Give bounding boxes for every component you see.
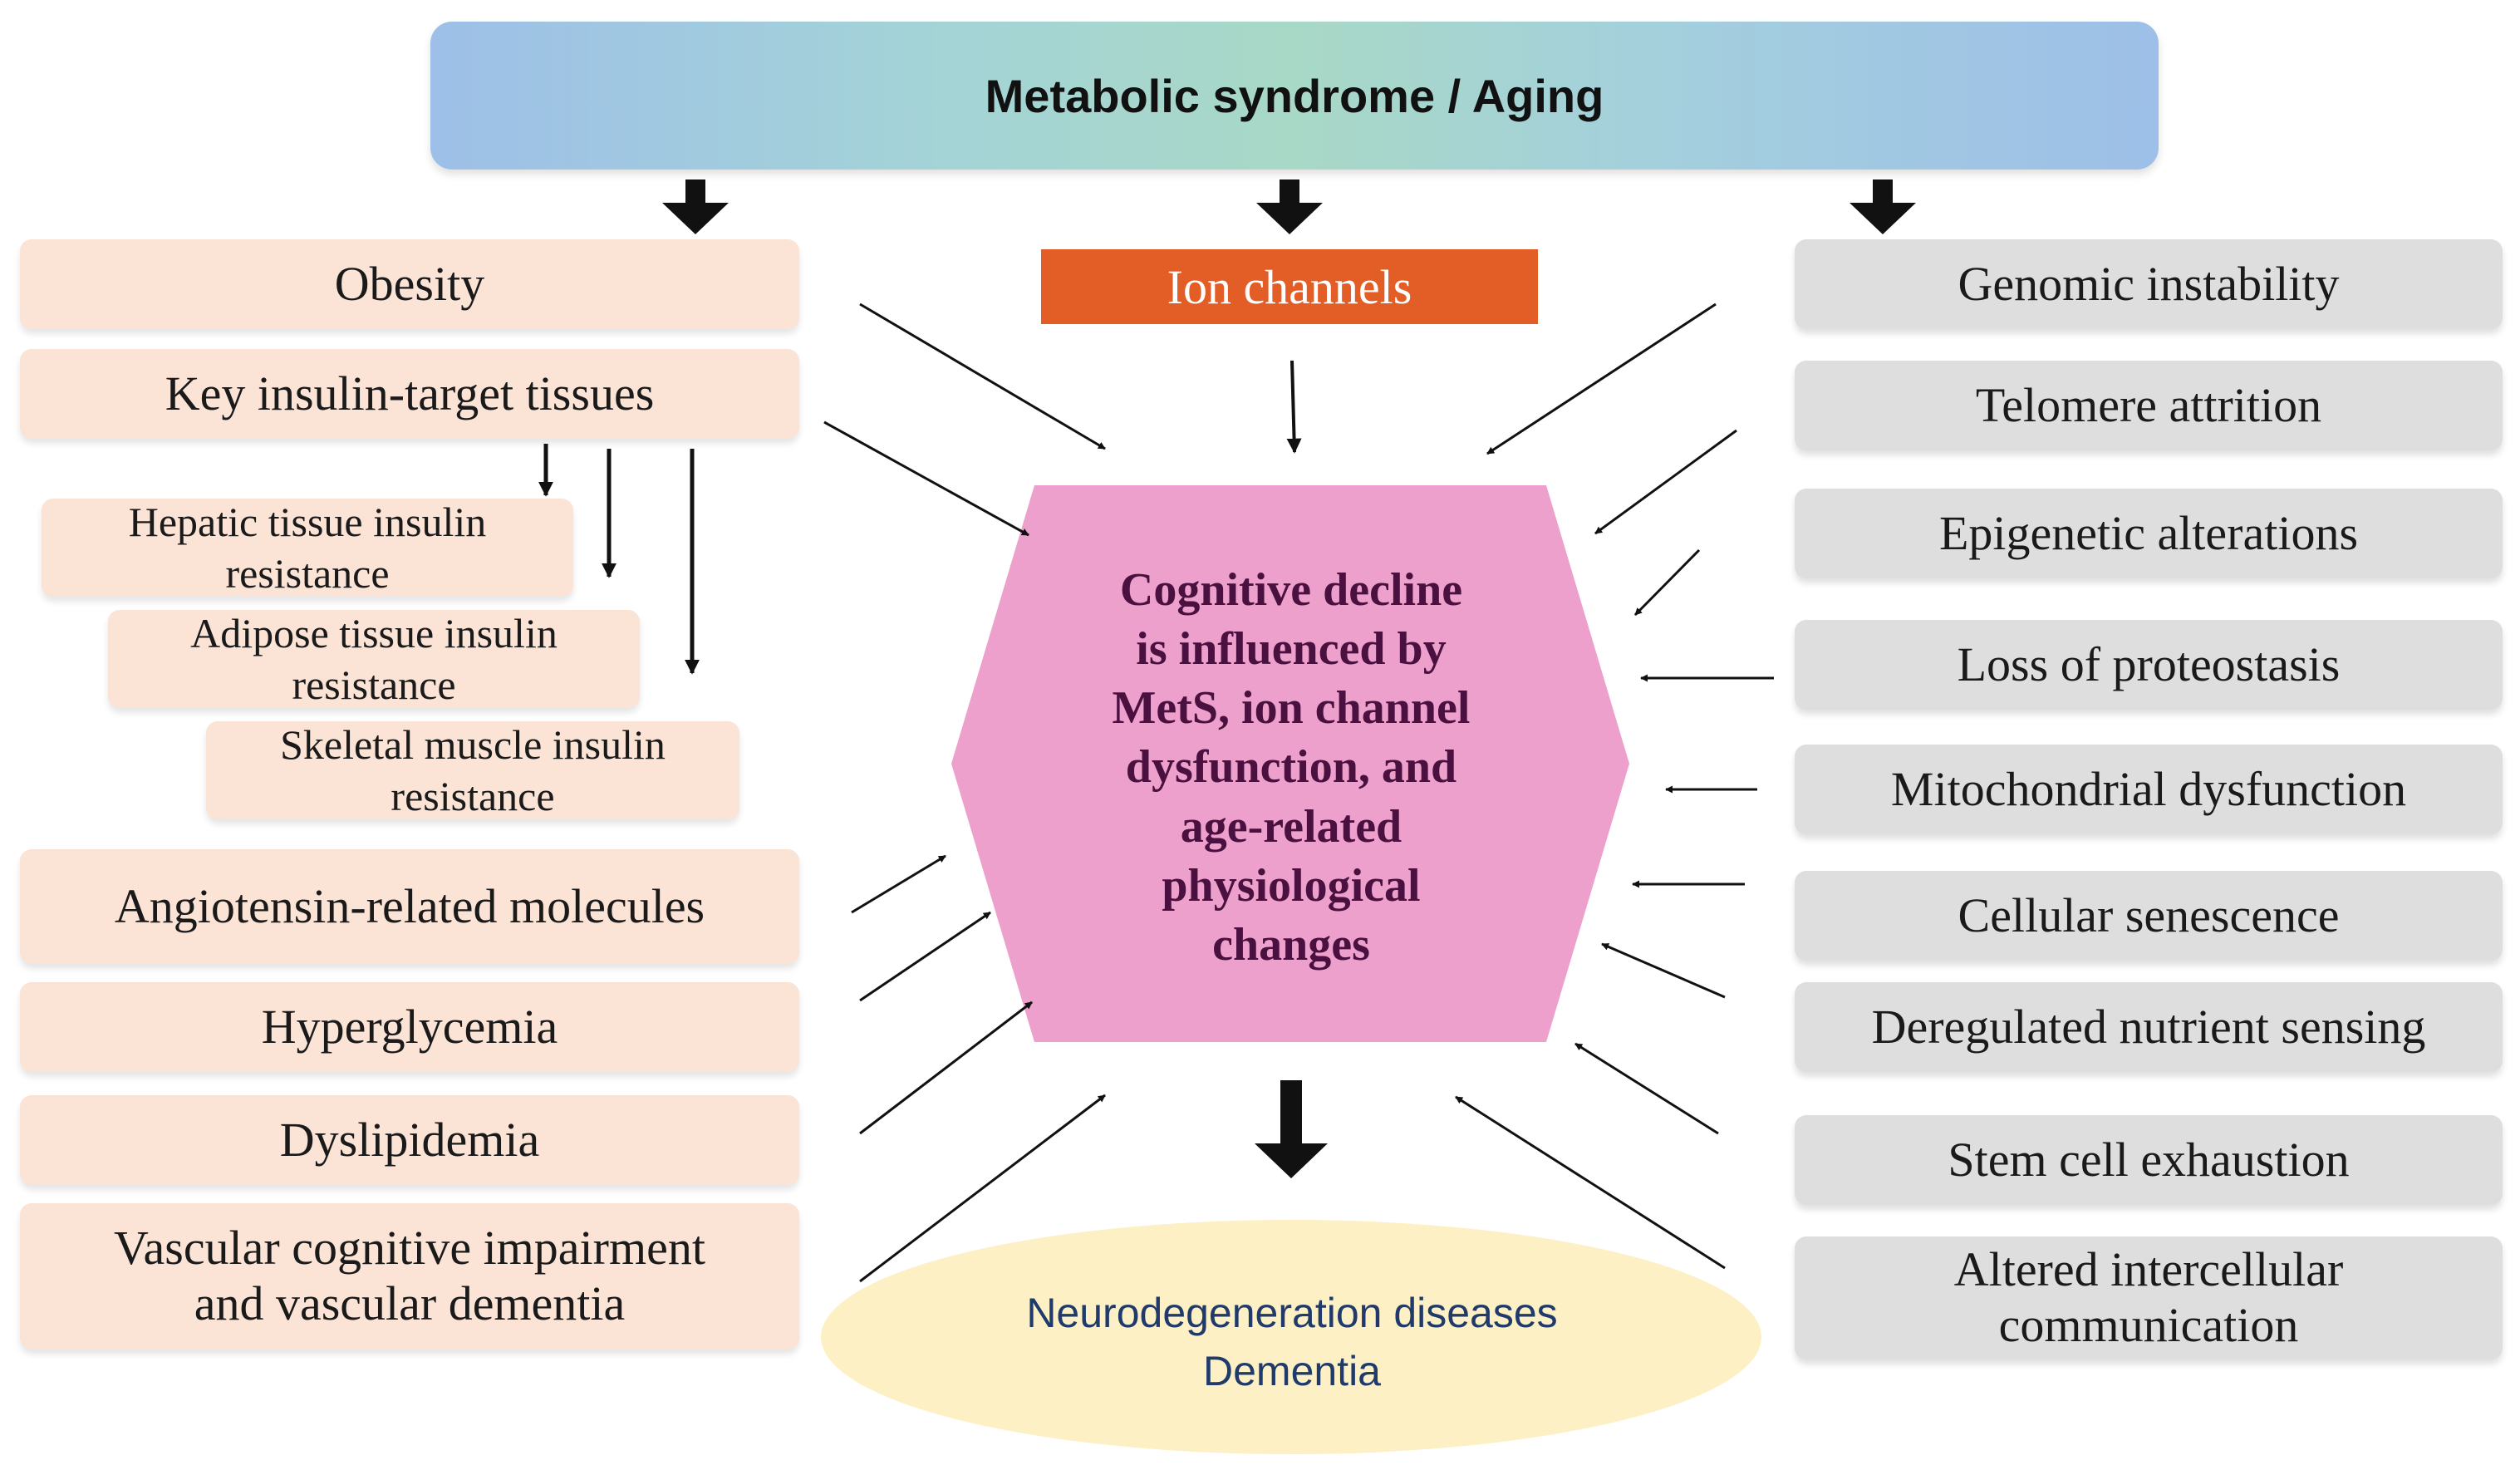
block-arrow-to-outcome	[1255, 1080, 1328, 1178]
insulin-target-tissues-label: Key insulin-target tissues	[165, 366, 655, 420]
ion-channels-box: Ion channels	[1041, 249, 1538, 324]
center-line-6: physiological	[1162, 859, 1421, 912]
arrow-obesity-to-center	[859, 302, 1106, 450]
center-line-7: changes	[1212, 918, 1370, 971]
outcome-ellipse	[821, 1220, 1761, 1454]
mitochondrial-dysfunction-label: Mitochondrial dysfunction	[1890, 761, 2407, 816]
skeletal-muscle-insulin-resistance-box: Skeletal muscle insulin resistance	[206, 721, 739, 819]
arrow-angiotensin-to-center	[851, 854, 946, 914]
altered-intercellular-communication-box: Altered intercellular communication	[1795, 1236, 2503, 1359]
hepatic-line-2: resistance	[225, 550, 390, 597]
arrow-epigenetic-to-center	[1633, 548, 1701, 617]
adipose-line-1: Adipose tissue insulin	[190, 609, 558, 656]
arrow-dyslipidemia-to-center	[859, 1000, 1033, 1135]
hepatic-insulin-resistance-box: Hepatic tissue insulin resistance	[42, 499, 573, 597]
arrow-genomic-to-center	[1486, 302, 1717, 455]
block-arrow-center	[1256, 179, 1323, 234]
cellular-senescence-box: Cellular senescence	[1795, 871, 2503, 961]
angiotensin-label: Angiotensin-related molecules	[114, 878, 705, 933]
deregulated-nutrient-sensing-label: Deregulated nutrient sensing	[1871, 999, 2426, 1054]
arrow-ion-to-center	[1286, 360, 1302, 454]
deregulated-nutrient-sensing-box: Deregulated nutrient sensing	[1795, 982, 2503, 1072]
adipose-line-2: resistance	[292, 661, 456, 708]
vascular-line-1: Vascular cognitive impairment	[114, 1221, 705, 1276]
center-line-3: MetS, ion channel	[1112, 682, 1471, 735]
arrow-vascular-to-center	[859, 1094, 1106, 1283]
loss-of-proteostasis-box: Loss of proteostasis	[1795, 620, 2503, 710]
skeletal-line-1: Skeletal muscle insulin	[280, 720, 666, 768]
angiotensin-box: Angiotensin-related molecules	[20, 849, 799, 964]
insulin-target-tissues-box: Key insulin-target tissues	[20, 349, 799, 439]
vascular-line-2: and vascular dementia	[194, 1276, 626, 1330]
skeletal-line-2: resistance	[391, 773, 555, 819]
center-line-4: dysfunction, and	[1125, 741, 1457, 794]
block-arrow-right	[1849, 179, 1916, 234]
genomic-instability-box: Genomic instability	[1795, 239, 2503, 329]
center-text: Cognitive decline is influenced by MetS,…	[1022, 552, 1560, 984]
arrow-insulin-to-center	[823, 420, 1029, 537]
loss-of-proteostasis-label: Loss of proteostasis	[1957, 637, 2341, 691]
dyslipidemia-label: Dyslipidemia	[279, 1112, 540, 1167]
center-line-1: Cognitive decline	[1119, 564, 1463, 617]
center-line-2: is influenced by	[1136, 623, 1447, 676]
adipose-insulin-resistance-box: Adipose tissue insulin resistance	[108, 610, 640, 708]
outcome-text: Neurodegeneration diseases Dementia	[872, 1271, 1712, 1413]
vascular-dementia-box: Vascular cognitive impairment and vascul…	[20, 1203, 799, 1349]
stem-cell-exhaustion-label: Stem cell exhaustion	[1948, 1132, 2350, 1187]
intercellular-line-2: communication	[1998, 1298, 2299, 1352]
arrow-hyperglycemia-to-center	[859, 911, 991, 1002]
mitochondrial-dysfunction-box: Mitochondrial dysfunction	[1795, 745, 2503, 834]
hyperglycemia-box: Hyperglycemia	[20, 982, 799, 1072]
header-title: Metabolic syndrome / Aging	[985, 69, 1604, 122]
arrow-stem-cell-to-center	[1574, 1042, 1719, 1135]
obesity-label: Obesity	[334, 256, 485, 311]
header-metabolic-syndrome-aging: Metabolic syndrome / Aging	[430, 22, 2159, 170]
genomic-instability-label: Genomic instability	[1958, 256, 2340, 311]
ion-channels-label: Ion channels	[1167, 259, 1412, 314]
arrow-nutrient-to-center	[1601, 942, 1726, 999]
arrow-telomere-to-center	[1594, 429, 1737, 535]
epigenetic-alterations-box: Epigenetic alterations	[1795, 489, 2503, 578]
intercellular-line-1: Altered intercellular	[1953, 1242, 2344, 1297]
arrow-intercellular-to-center	[1455, 1095, 1726, 1270]
outcome-line-1: Neurodegeneration diseases	[1026, 1290, 1558, 1336]
center-line-5: age-related	[1180, 800, 1402, 853]
center-hexagon	[951, 485, 1629, 1042]
hyperglycemia-label: Hyperglycemia	[261, 999, 558, 1054]
hepatic-line-1: Hepatic tissue insulin	[128, 498, 487, 545]
stem-cell-exhaustion-box: Stem cell exhaustion	[1795, 1115, 2503, 1205]
dyslipidemia-box: Dyslipidemia	[20, 1095, 799, 1185]
outcome-line-2: Dementia	[1203, 1348, 1381, 1394]
cellular-senescence-label: Cellular senescence	[1958, 887, 2340, 942]
obesity-box: Obesity	[20, 239, 799, 329]
telomere-attrition-label: Telomere attrition	[1975, 377, 2322, 432]
telomere-attrition-box: Telomere attrition	[1795, 361, 2503, 450]
epigenetic-alterations-label: Epigenetic alterations	[1938, 505, 2359, 560]
block-arrow-left	[662, 179, 729, 234]
